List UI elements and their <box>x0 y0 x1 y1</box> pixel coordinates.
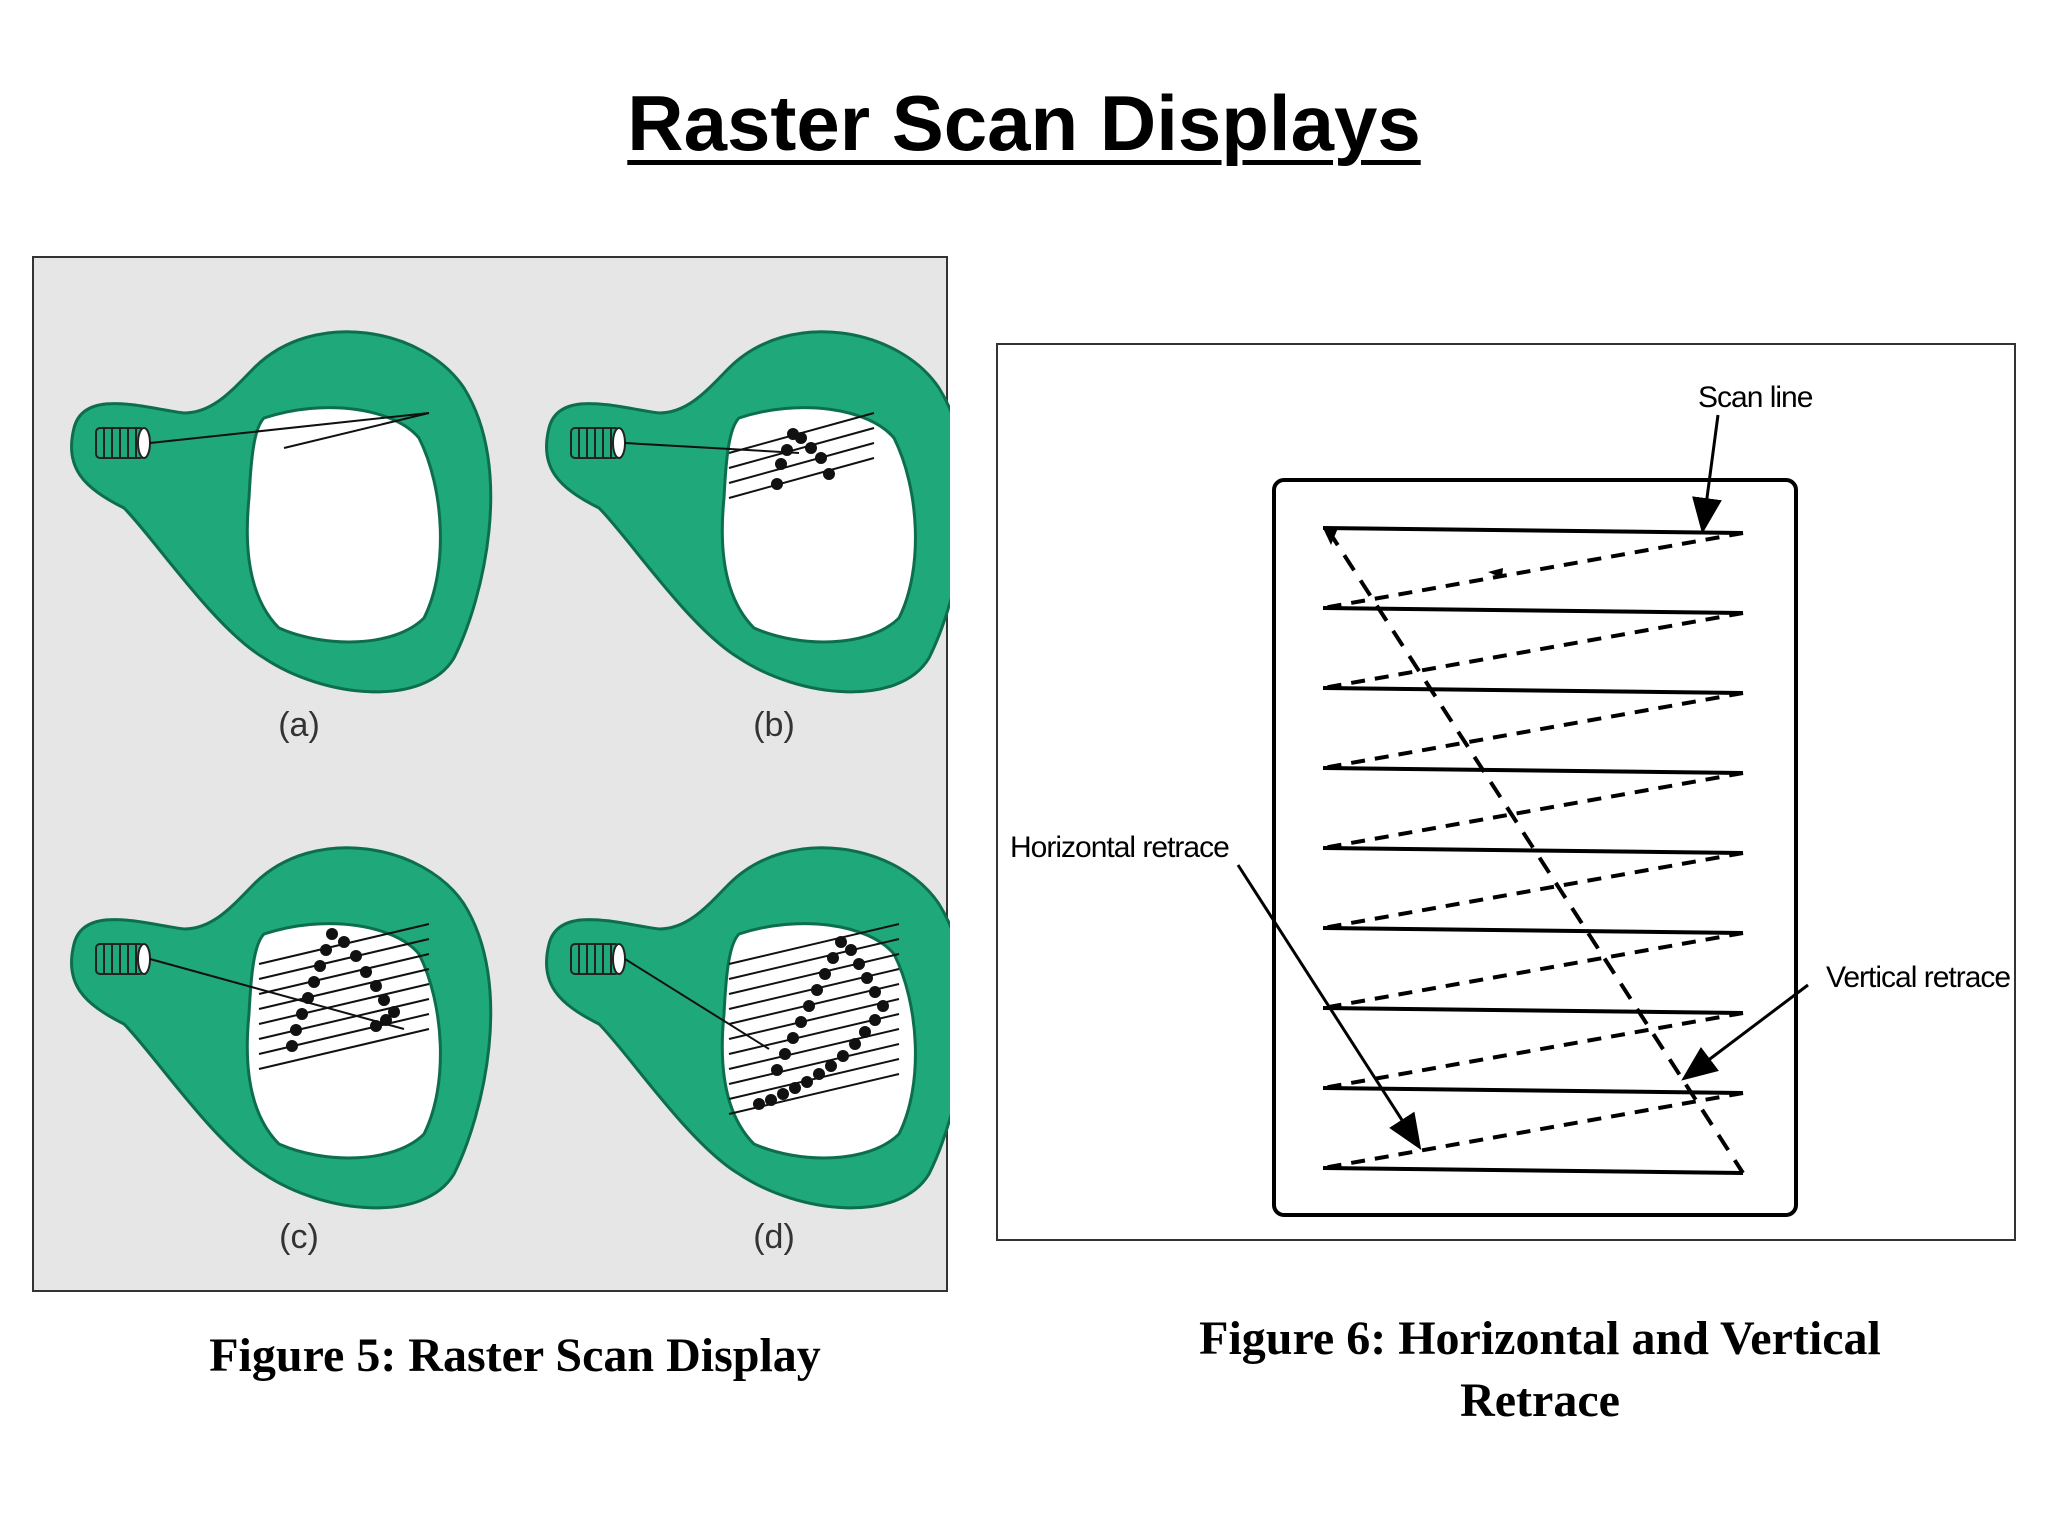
figure-6-caption: Figure 6: Horizontal and Vertical Retrac… <box>1000 1308 2048 1432</box>
label-scan-line: Scan line <box>1698 381 1813 414</box>
figure-6-caption-line1: Figure 6: Horizontal and Vertical <box>1199 1312 1881 1365</box>
scan-lines <box>1322 526 1744 1175</box>
sublabel-c: (c) <box>279 1218 319 1256</box>
retrace-arrowhead <box>1488 568 1503 578</box>
crt-d <box>544 846 950 1210</box>
label-vertical-retrace: Vertical retrace <box>1826 961 2010 994</box>
figure-6-caption-line2: Retrace <box>1460 1374 1620 1427</box>
crt-b <box>544 330 950 694</box>
label-horizontal-retrace: Horizontal retrace <box>1010 831 1229 864</box>
slide-title: Raster Scan Displays <box>627 79 1421 167</box>
figure-5-panel: (a) (b) (c) (d) <box>32 256 950 1292</box>
scan-line-pointer <box>1692 414 1722 534</box>
raster-scan-illustrations: (a) (b) (c) (d) <box>69 330 950 1256</box>
screen-frame <box>1272 478 1798 1217</box>
figure-5-caption: Figure 5: Raster Scan Display <box>209 1329 821 1382</box>
sublabel-b: (b) <box>753 706 795 744</box>
figure-6-panel: Scan line Horizontal retrace Vertical re… <box>996 343 2016 1241</box>
horizontal-retrace-pointer <box>1236 864 1422 1151</box>
vertical-retrace-line <box>1326 528 1745 1175</box>
crt-c <box>69 846 493 1210</box>
vertical-retrace-pointer <box>1681 983 1809 1081</box>
crt-a <box>69 330 493 694</box>
retrace-diagram: Scan line Horizontal retrace Vertical re… <box>1010 381 2011 1217</box>
sublabel-a: (a) <box>278 706 320 744</box>
sublabel-d: (d) <box>753 1218 795 1256</box>
